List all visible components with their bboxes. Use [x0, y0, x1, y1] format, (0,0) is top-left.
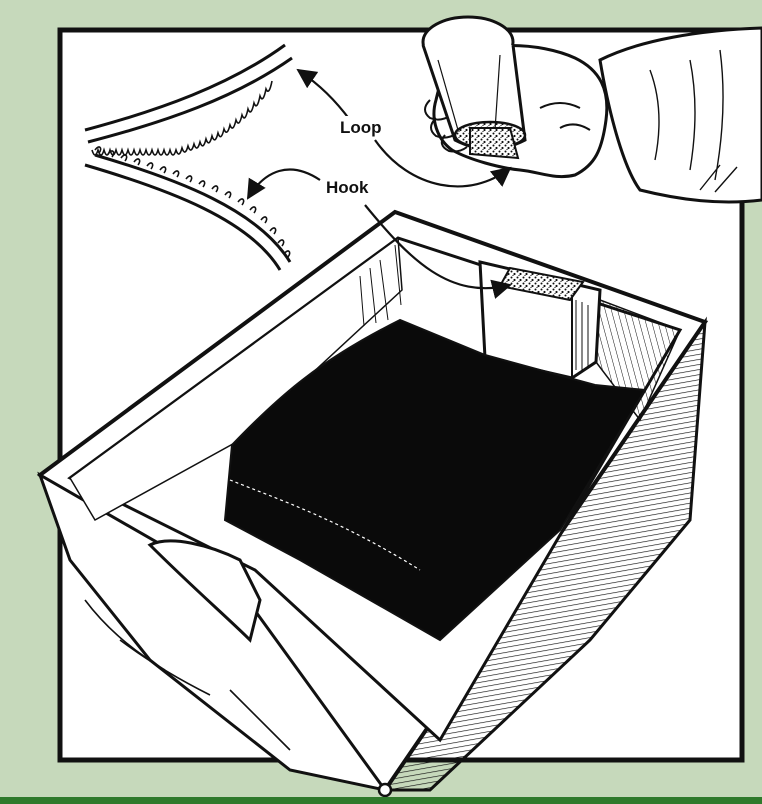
hook-label: Hook	[326, 178, 369, 197]
loop-label: Loop	[340, 118, 382, 137]
bottom-rule	[0, 797, 762, 804]
